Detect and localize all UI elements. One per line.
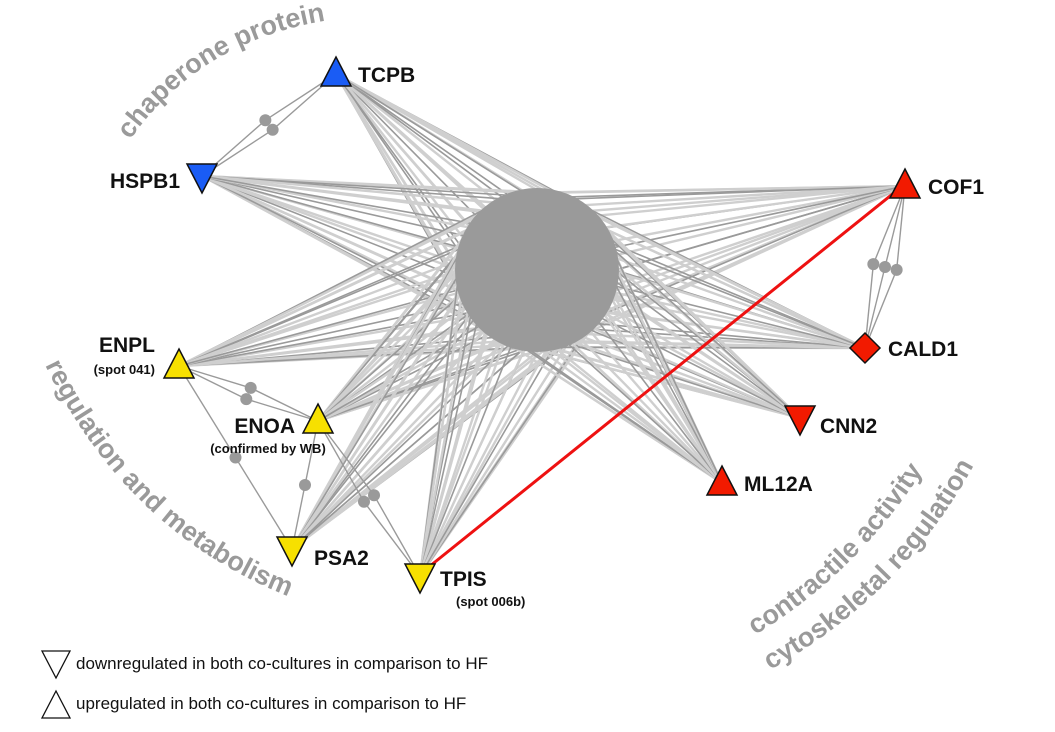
node-sublabel-tpis: (spot 006b) (456, 594, 525, 609)
direct-edge (864, 269, 898, 349)
hub-edge (611, 247, 866, 349)
intermediate-node (244, 381, 257, 394)
hub-edge (569, 185, 906, 200)
node-sublabel-enoa: (confirmed by WB) (210, 441, 326, 456)
node-cof1-triangle (888, 167, 922, 199)
up-triangle-icon (40, 689, 72, 719)
node-tcpb-triangle (319, 55, 353, 87)
hub-edge (587, 184, 906, 213)
hub-edge (291, 340, 506, 550)
intermediate-node (368, 489, 381, 502)
intermediate-node (879, 261, 891, 273)
direct-edge (178, 365, 251, 389)
legend-text-down: downregulated in both co-cultures in com… (76, 654, 488, 673)
node-enoa-triangle (301, 402, 335, 434)
hub-edge (335, 72, 589, 213)
direct-edge (872, 185, 906, 265)
legend-item-up: upregulated in both co-cultures in compa… (40, 688, 466, 720)
intermediate-node (266, 123, 279, 136)
node-ml12a-triangle (705, 464, 739, 496)
node-label-cnn2: CNN2 (820, 415, 877, 438)
direct-edge (864, 266, 886, 349)
hub-edge (290, 210, 487, 550)
node-label-cof1: COF1 (928, 176, 984, 199)
hub-edge (587, 209, 866, 350)
direct-edge (373, 494, 421, 577)
intermediate-node (867, 258, 880, 271)
hub-edge (291, 311, 473, 550)
hub-edge (317, 327, 487, 423)
direct-edge (178, 365, 237, 458)
hub-edge (317, 339, 506, 423)
hub-edge (485, 327, 723, 485)
hub-edge (335, 73, 506, 200)
direct-edge (884, 185, 906, 268)
direct-edge (234, 457, 293, 550)
node-label-cald1: CALD1 (888, 338, 958, 361)
hub-edge (611, 247, 723, 484)
hub-edge (335, 73, 463, 249)
direct-edge (250, 387, 319, 422)
highlight-edge-tpis-cof1 (429, 190, 896, 568)
hub-edge (548, 184, 906, 194)
intermediate-node (299, 479, 311, 491)
hub-edge (178, 191, 527, 368)
node-label-tpis: TPIS (440, 568, 487, 591)
intermediate-node (229, 451, 242, 464)
direct-edge (246, 398, 319, 422)
hub-edge (602, 311, 801, 420)
hub-edge (334, 73, 464, 293)
hub-edge (201, 174, 549, 194)
hub-edge (291, 346, 527, 550)
node-label-psa2: PSA2 (314, 547, 369, 570)
node-psa2-triangle (275, 536, 309, 568)
hub-node (455, 188, 619, 352)
hub-edge (335, 73, 473, 229)
hub-edge (317, 210, 487, 422)
node-cald1-diamond (848, 331, 882, 365)
intermediate-node (259, 114, 272, 127)
hub-edge (201, 175, 472, 313)
node-label-hspb1: HSPB1 (110, 170, 180, 193)
intermediate-node (357, 495, 370, 508)
hub-edge (611, 185, 906, 249)
direct-edge (317, 420, 365, 503)
category-label-chaperone: chaperone proteins (0, 0, 327, 143)
node-label-ml12a: ML12A (744, 473, 813, 496)
hub-edge (291, 339, 571, 550)
hub-edge (418, 340, 571, 577)
node-label-tcpb: TCPB (358, 64, 415, 87)
node-hspb1-triangle (185, 163, 219, 195)
hub-edge (602, 226, 866, 350)
hub-edge (602, 184, 906, 230)
intermediate-node (890, 263, 903, 276)
hub-edge (317, 346, 549, 423)
node-cnn2-triangle (783, 405, 817, 437)
hub-edge (601, 226, 801, 419)
intermediate-node (240, 393, 253, 406)
hub-edge (611, 247, 801, 419)
legend-item-down: downregulated in both co-cultures in com… (40, 648, 488, 680)
node-sublabel-enpl: (spot 041) (94, 362, 155, 377)
node-tpis-triangle (403, 563, 437, 595)
node-enpl-triangle (162, 347, 196, 379)
legend-text-up: upregulated in both co-cultures in compa… (76, 694, 467, 713)
node-label-enoa: ENOA (234, 415, 295, 438)
hub-edge (201, 174, 463, 294)
direct-edge (895, 185, 906, 270)
node-label-enpl: ENPL (99, 334, 155, 357)
hub-edge (334, 73, 461, 271)
down-triangle-icon (40, 650, 72, 680)
hub-edge (201, 175, 463, 249)
hub-edge (291, 346, 549, 550)
